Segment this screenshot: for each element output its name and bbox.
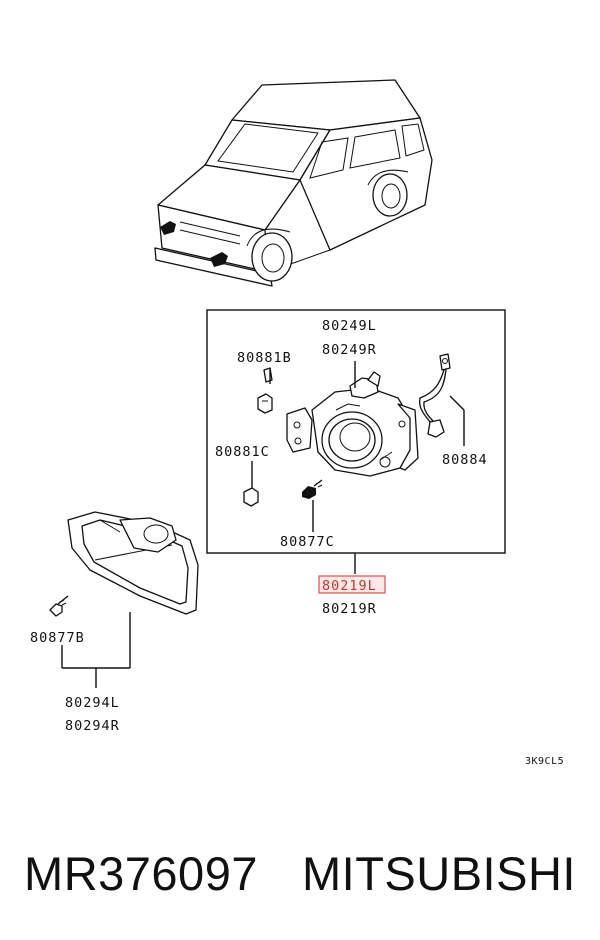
label-80884: 80884 <box>442 452 488 468</box>
diagram-code: 3K9CL5 <box>525 756 564 767</box>
label-80877c: 80877C <box>280 534 335 550</box>
highlight-80219l <box>318 575 386 594</box>
brand-name: MITSUBISHI <box>301 846 576 900</box>
label-80294l: 80294L <box>65 695 120 711</box>
assembly-frame <box>206 309 506 554</box>
label-80881b: 80881B <box>237 350 292 366</box>
label-80249r: 80249R <box>322 342 377 358</box>
part-number: MR376097 <box>24 846 258 900</box>
fog-lamp-cover-drawing <box>67 511 199 615</box>
clip-c-drawing <box>243 487 259 507</box>
label-80249l: 80249L <box>322 318 377 334</box>
label-80219r: 80219R <box>322 601 377 617</box>
product-caption: MR376097 MITSUBISHI <box>0 828 600 918</box>
screw-c-drawing <box>302 479 323 499</box>
clip-b-drawing <box>257 367 273 414</box>
fog-lamp-unit-drawing <box>286 371 419 477</box>
vehicle-illustration <box>154 79 433 287</box>
screw-b-drawing <box>49 595 69 617</box>
label-80877b: 80877B <box>30 630 85 646</box>
label-80294r: 80294R <box>65 718 120 734</box>
harness-drawing <box>418 353 451 438</box>
label-80219l[interactable]: 80219L <box>322 578 377 594</box>
label-80881c: 80881C <box>215 444 270 460</box>
